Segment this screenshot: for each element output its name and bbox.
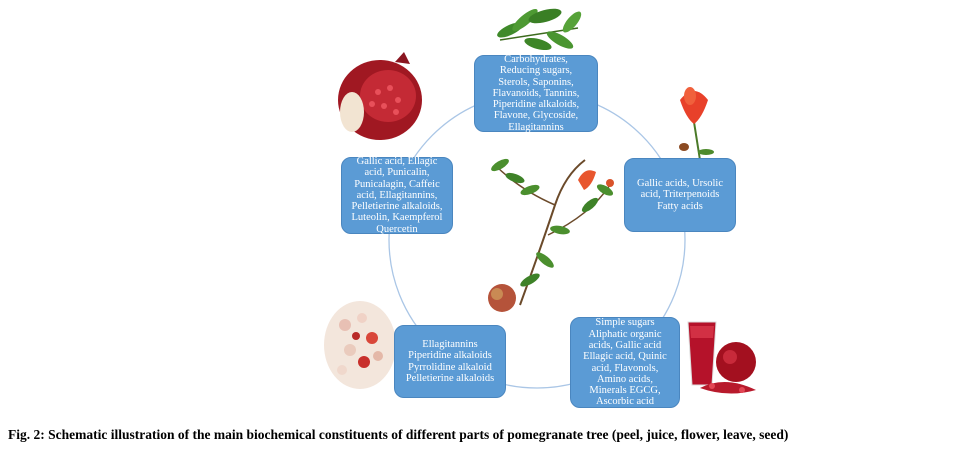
flower-constituents-box: Gallic acids, Ursolic acid, Triterpenoid… xyxy=(624,158,736,232)
seed-image xyxy=(324,301,396,389)
seed-constituents-box: Ellagitannins Piperidine alkaloids Pyrro… xyxy=(394,325,506,398)
flower-image xyxy=(679,87,714,161)
leaves-image xyxy=(497,8,582,51)
juice-constituents-text: Simple sugars Aliphatic organic acids, G… xyxy=(583,317,667,408)
seed-constituents-text: Ellagitannins Piperidine alkaloids Pyrro… xyxy=(405,338,495,384)
peel-constituents-text: Gallic acid, Ellagic acid, Punicalin, Pu… xyxy=(351,155,443,235)
figure-caption: Fig. 2: Schematic illustration of the ma… xyxy=(8,427,789,442)
leaf-constituents-box: Carbohydrates, Reducing sugars, Sterols,… xyxy=(474,53,598,133)
juice-image xyxy=(687,321,756,394)
peel-constituents-box: Gallic acid, Ellagic acid, Punicalin, Pu… xyxy=(341,155,453,235)
flower-constituents-text: Gallic acids, Ursolic acid, Triterpenoid… xyxy=(636,178,723,212)
leaf-constituents-text: Carbohydrates, Reducing sugars, Sterols,… xyxy=(492,53,580,133)
peel-fruit-image xyxy=(338,52,422,140)
pomegranate-tree-image xyxy=(488,158,614,312)
juice-constituents-box: Simple sugars Aliphatic organic acids, G… xyxy=(570,317,680,408)
